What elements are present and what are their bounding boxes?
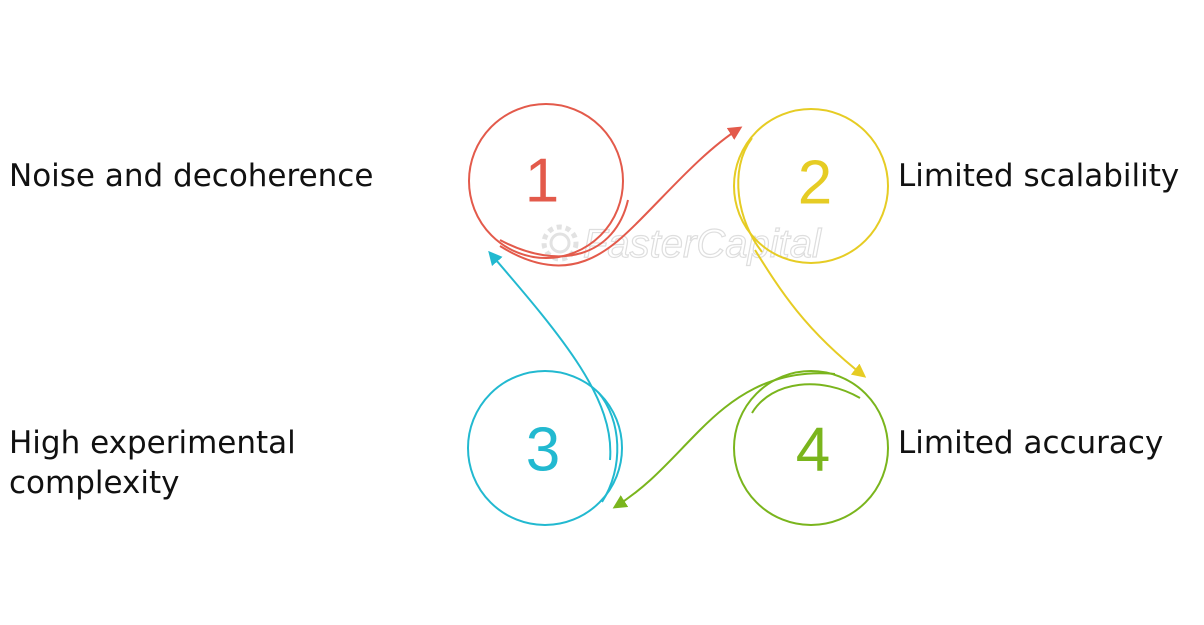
step-3-label-line-1: High experimental <box>9 425 296 461</box>
arrow-4-to-3 <box>612 372 836 509</box>
step-3-node: 3 <box>467 370 623 526</box>
step-4-node: 4 <box>733 370 889 526</box>
step-3-label: High experimental complexity <box>9 423 296 503</box>
step-2-number: 2 <box>798 149 832 218</box>
watermark-text: FasterCapital <box>583 222 822 266</box>
arrow-1-to-2 <box>499 126 743 267</box>
step-2-label: Limited scalability <box>898 158 1180 194</box>
step-2-node: 2 <box>733 108 889 264</box>
step-1-number: 1 <box>525 147 559 216</box>
arrow-3-to-1 <box>488 250 612 461</box>
gear-icon <box>541 224 579 262</box>
step-1-label: Noise and decoherence <box>9 158 374 194</box>
step-3-label-line-2: complexity <box>9 465 180 501</box>
arrow-2-to-4 <box>754 249 867 378</box>
step-1-node: 1 <box>468 103 629 259</box>
step-4-label: Limited accuracy <box>898 425 1164 461</box>
step-4-number: 4 <box>796 416 830 485</box>
step-3-number: 3 <box>526 416 560 485</box>
watermark: FasterCapital <box>541 221 823 267</box>
